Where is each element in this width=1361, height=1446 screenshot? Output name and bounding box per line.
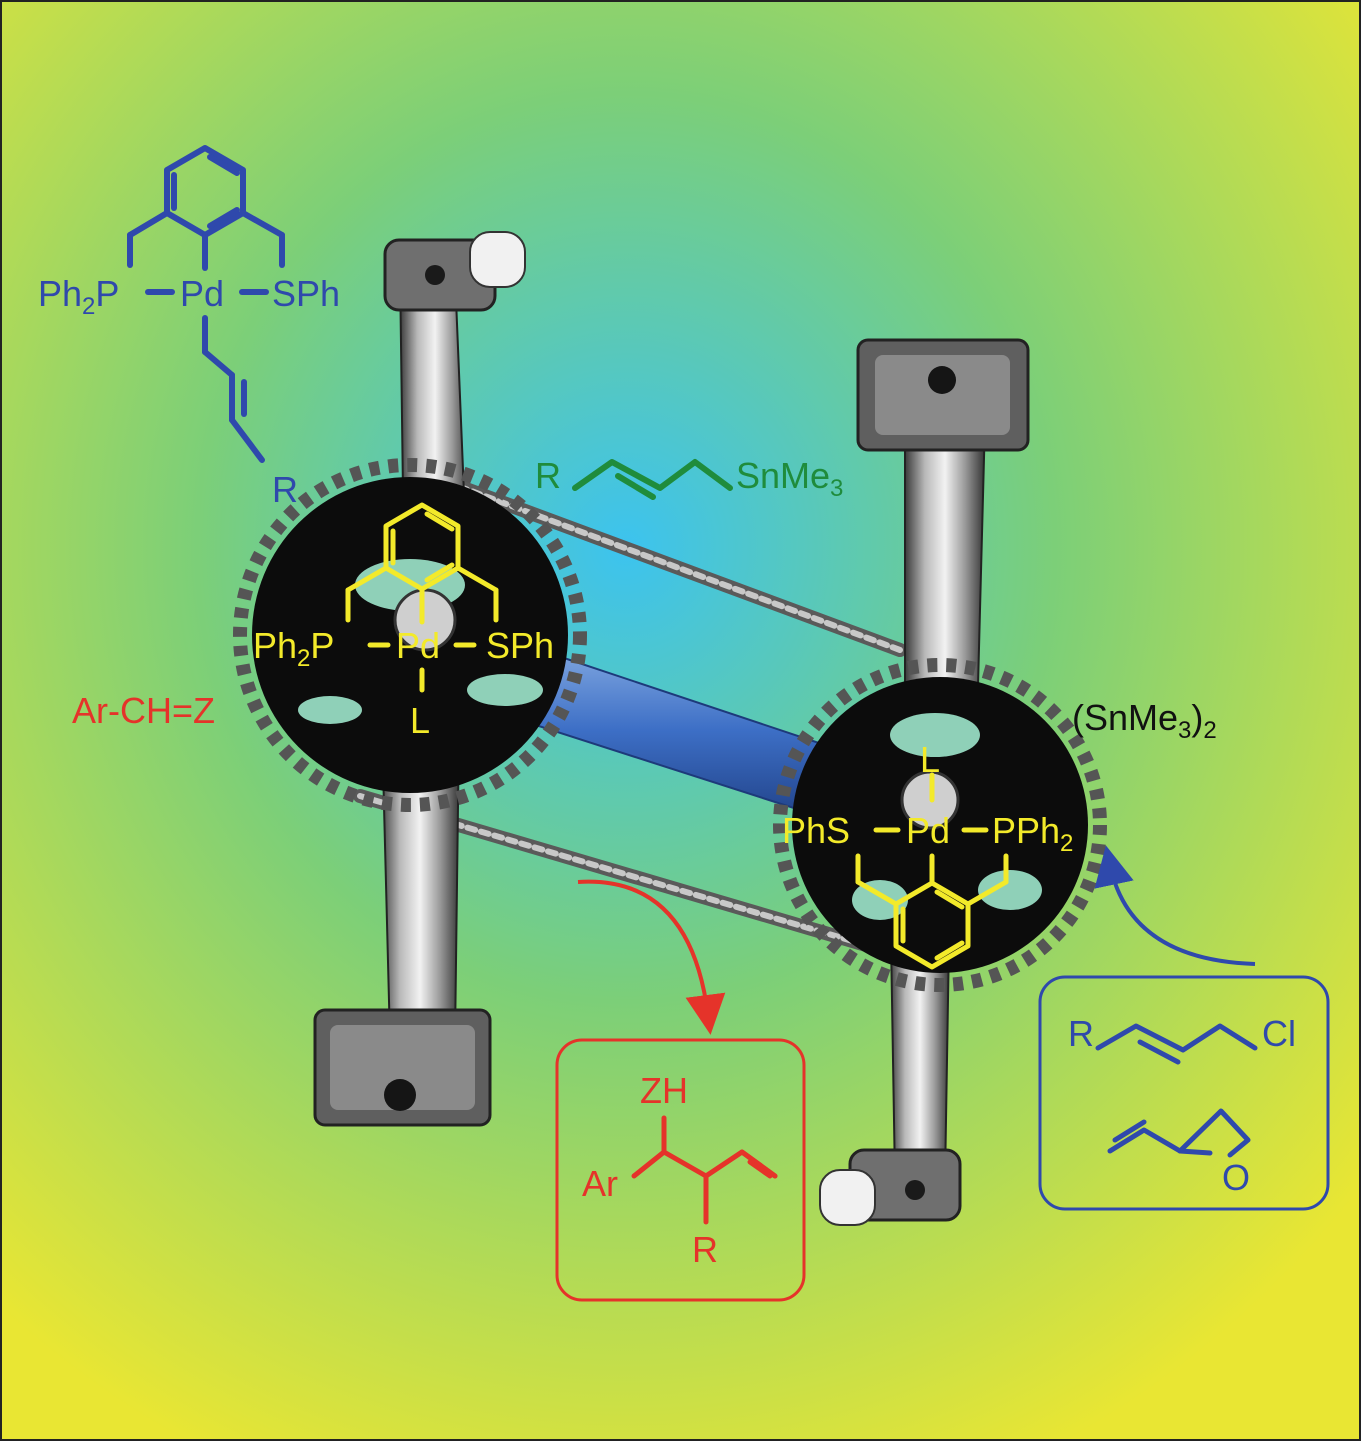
pedal-icon-bottom-left xyxy=(313,1008,492,1127)
distannane-label: (SnMe3)2 xyxy=(1072,697,1217,744)
left-sph-label: SPh xyxy=(486,625,554,666)
right-pph2-label: PPh2 xyxy=(992,810,1073,857)
substrate-r-label: R xyxy=(1068,1013,1094,1054)
pedal-icon-top-right xyxy=(856,338,1030,452)
right-yellow-complex xyxy=(855,772,1009,970)
top-ph2p-label: Ph2P xyxy=(38,273,119,320)
left-l-label: L xyxy=(410,700,430,741)
left-ph2p-label: Ph2P xyxy=(253,625,334,672)
top-pd-label: Pd xyxy=(180,273,224,314)
right-l-label: L xyxy=(920,739,940,780)
product-ar-label: Ar xyxy=(582,1163,618,1204)
left-pd-label: Pd xyxy=(396,625,440,666)
product-box: ZH Ar R xyxy=(555,1038,806,1302)
product-r-label: R xyxy=(692,1229,718,1270)
product-zh-label: ZH xyxy=(640,1070,688,1111)
top-r-label: R xyxy=(272,469,298,510)
pedal-icon-top-left xyxy=(383,231,526,312)
substrate-cl-label: Cl xyxy=(1262,1013,1296,1054)
right-sprocket-icon xyxy=(773,658,1107,992)
substrate-box: R Cl O xyxy=(1038,975,1330,1211)
product-arrow-icon xyxy=(577,879,726,1035)
right-pd-label: Pd xyxy=(906,810,950,851)
right-phs-label: PhS xyxy=(782,810,850,851)
epoxide-o-label: O xyxy=(1222,1157,1250,1198)
pedal-icon-bottom-right xyxy=(819,1148,962,1226)
top-sph-label: SPh xyxy=(272,273,340,314)
allyl-stannane xyxy=(572,459,733,500)
top-pincer-complex xyxy=(127,145,285,463)
stannane-snme3-label: SnMe3 xyxy=(736,455,843,502)
stannane-r-label: R xyxy=(535,455,561,496)
left-yellow-complex xyxy=(345,502,499,693)
chain-icon xyxy=(353,465,907,962)
aldehyde-label: Ar-CH=Z xyxy=(72,690,215,731)
substrate-arrow-icon xyxy=(1094,845,1256,966)
